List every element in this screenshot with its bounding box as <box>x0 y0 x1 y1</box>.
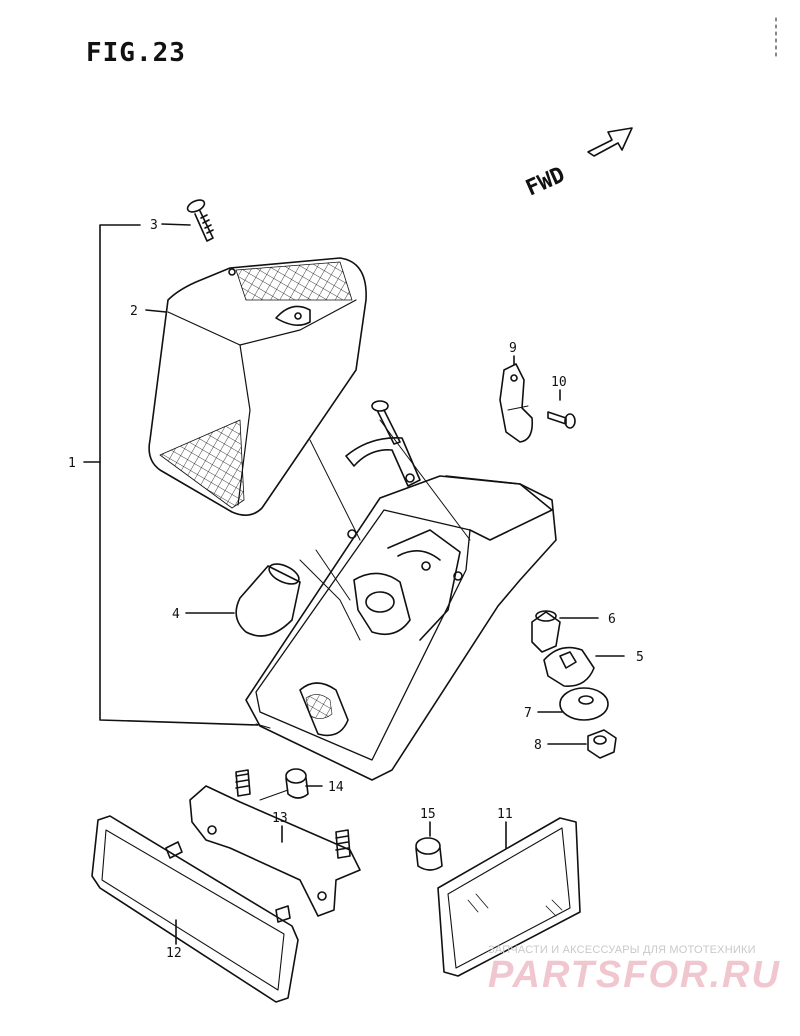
callout-8: 8 <box>534 738 542 753</box>
screw-10-icon <box>547 411 576 429</box>
figure-title: FIG.23 <box>86 38 186 68</box>
callout-5: 5 <box>636 650 644 665</box>
collar-6-icon <box>531 610 561 653</box>
callout-13: 13 <box>272 811 288 826</box>
screw-3-icon <box>186 199 214 242</box>
washer-7-icon <box>559 687 609 721</box>
callout-1: 1 <box>68 456 76 471</box>
callout-6: 6 <box>608 612 616 627</box>
assembly-bracket-line <box>99 224 259 726</box>
callout-10: 10 <box>551 375 567 390</box>
housing-screw-icon <box>371 400 401 445</box>
watermark-logo: PARTSFOR.RU <box>488 954 781 996</box>
direction-label: FWD <box>522 162 568 201</box>
nut-8-icon <box>587 729 617 759</box>
callout-15: 15 <box>420 807 436 822</box>
collar-15-icon <box>415 837 443 871</box>
callout-9: 9 <box>509 341 517 356</box>
callout-12: 12 <box>166 946 182 961</box>
bulb-clamp-icon <box>345 437 421 487</box>
bulb-icon <box>235 563 301 637</box>
grommet-5-icon <box>543 646 595 687</box>
tail-light-lens-icon <box>148 257 367 516</box>
callout-2: 2 <box>130 304 138 319</box>
reflector-12-icon <box>91 815 299 1003</box>
callout-11: 11 <box>497 807 513 822</box>
callout-14: 14 <box>328 780 344 795</box>
forward-arrow-icon <box>587 127 633 157</box>
watermark: ЗАПЧАСТИ И АКСЕССУАРЫ ДЛЯ МОТОТЕХНИКИ PA… <box>488 944 788 997</box>
socket-terminal-icon <box>499 363 534 443</box>
light-housing-icon <box>245 419 557 781</box>
mounting-plate-icon <box>189 769 361 917</box>
callout-4: 4 <box>172 607 180 622</box>
collar-14-icon <box>285 768 309 799</box>
callout-3: 3 <box>150 218 158 233</box>
reflector-11-icon <box>437 817 581 977</box>
callout-7: 7 <box>524 706 532 721</box>
watermark-caption: ЗАПЧАСТИ И АКСЕССУАРЫ ДЛЯ МОТОТЕХНИКИ <box>488 944 756 956</box>
